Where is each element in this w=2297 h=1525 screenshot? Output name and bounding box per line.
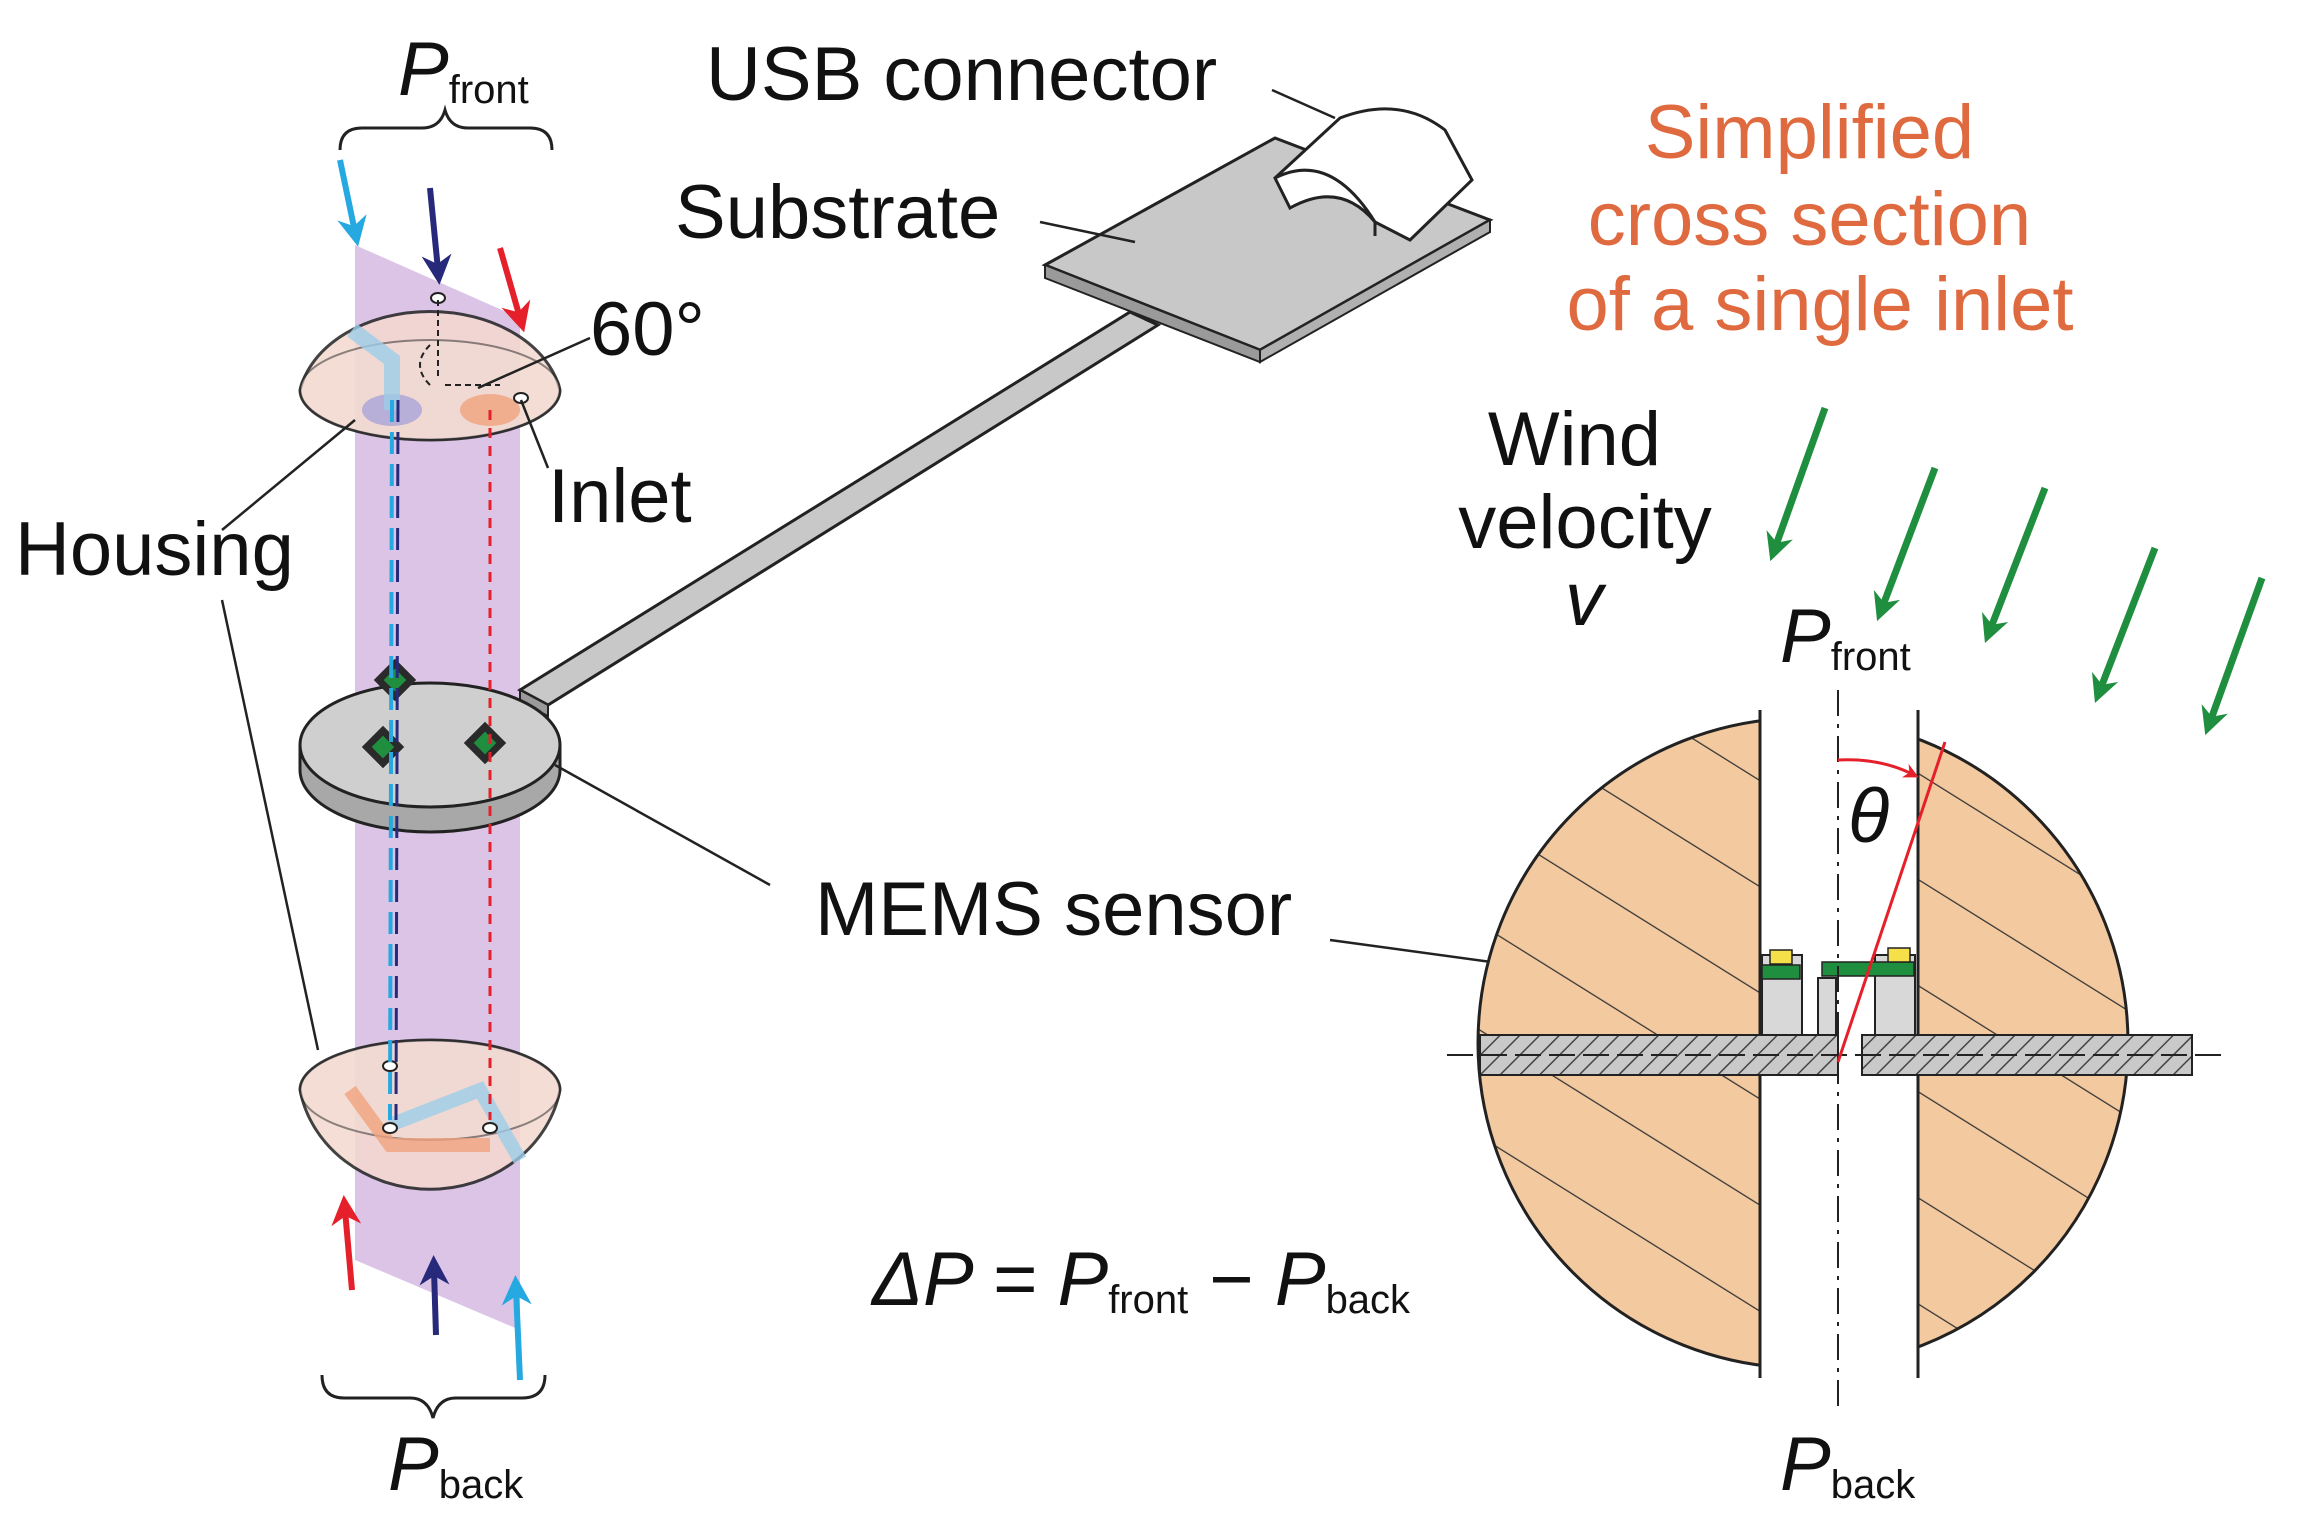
pressure-equation: ΔP = Pfront − Pback xyxy=(870,1237,1411,1322)
sensor-disc xyxy=(298,681,562,834)
wind-velocity-symbol: v xyxy=(1565,557,1607,642)
arrow-cyan-bottom xyxy=(501,1275,532,1381)
arrow-red-bottom xyxy=(331,1195,362,1291)
mems-package xyxy=(1761,947,1916,1036)
wind-arrow xyxy=(1982,486,2049,644)
channel-line-navy xyxy=(394,399,400,1121)
theta-arc xyxy=(1837,758,1919,778)
housing-label: Housing xyxy=(15,507,294,592)
top-housing xyxy=(298,292,562,442)
cross-section-title: Simplified cross section of a single inl… xyxy=(1567,90,2074,347)
substrate-label: Substrate xyxy=(675,170,1000,255)
wind-arrow xyxy=(1873,466,1939,622)
bottom-housing xyxy=(298,1038,562,1191)
usb-connector-label: USB connector xyxy=(706,32,1217,117)
p-back-cross-label: Pback xyxy=(1780,1422,1916,1507)
arrow-red-top xyxy=(497,247,531,333)
p-front-cross-label: Pfront xyxy=(1780,594,1911,679)
mems-sensor-label: MEMS sensor xyxy=(815,867,1292,952)
p-front-top-label: Pfront xyxy=(398,27,529,112)
brace-bottom xyxy=(320,1374,547,1419)
arrow-navy-top xyxy=(421,187,452,285)
wind-arrow xyxy=(1766,406,1829,562)
p-back-bottom-label: Pback xyxy=(388,1422,524,1507)
wind-arrow xyxy=(2201,576,2266,736)
angle-label: 60° xyxy=(590,287,705,372)
wind-arrow xyxy=(2092,546,2159,704)
channel-line-cyan xyxy=(388,399,394,1121)
inlet-label: Inlet xyxy=(548,454,692,539)
substrate xyxy=(516,136,1494,718)
arrow-navy-bottom xyxy=(419,1255,450,1336)
arrow-cyan-top xyxy=(337,159,367,247)
usb-connector xyxy=(1273,107,1474,242)
brace-top xyxy=(338,104,554,151)
theta-label: θ xyxy=(1848,774,1889,859)
wind-velocity-label: Wind velocity xyxy=(1458,397,1711,565)
inlet-angle-line xyxy=(1836,741,1947,1063)
